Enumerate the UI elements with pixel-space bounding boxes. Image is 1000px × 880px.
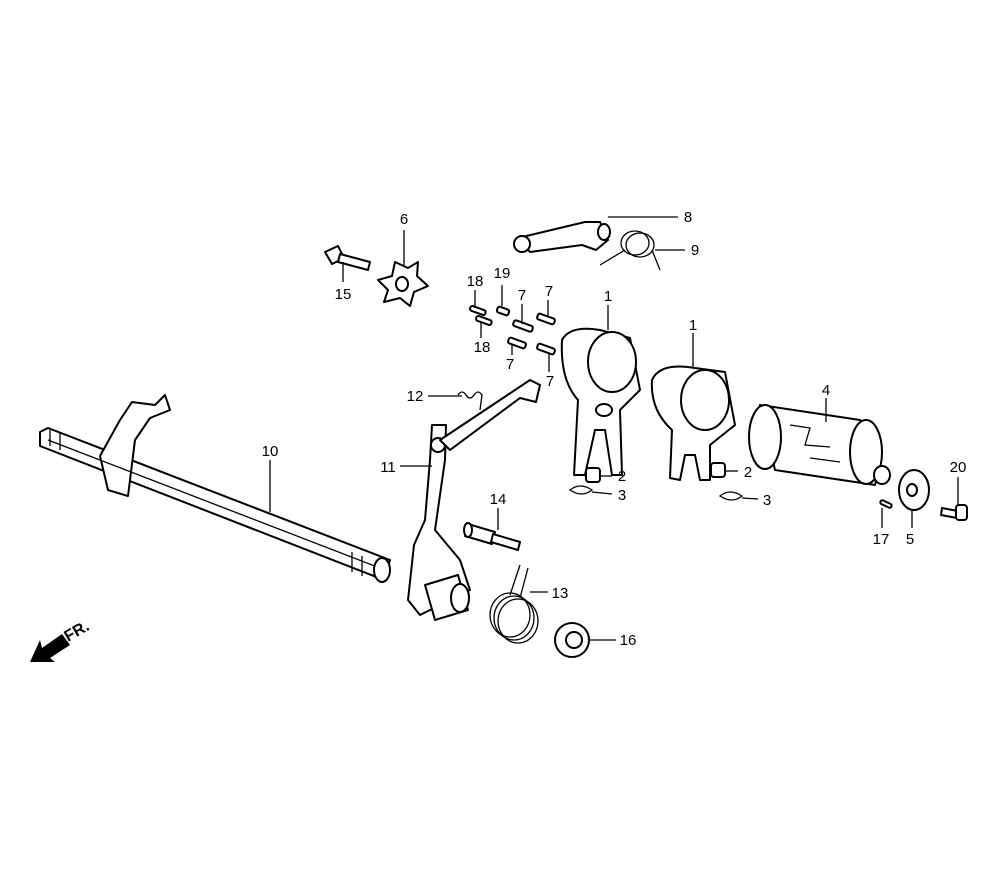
guide-pin-a [585, 467, 601, 483]
callout-18b: 18 [474, 339, 491, 356]
shift-fork-a [560, 327, 641, 476]
callout-2a: 2 [618, 468, 626, 485]
return-spring [489, 564, 539, 644]
arm-spring [599, 230, 661, 271]
callout-7a: 7 [518, 287, 526, 304]
callout-9: 9 [691, 242, 699, 259]
bolt-15 [324, 245, 371, 271]
callout-2b: 2 [744, 464, 752, 481]
callout-17: 17 [873, 531, 890, 548]
callout-7d: 7 [546, 373, 554, 390]
shift-arm [407, 379, 541, 621]
callout-3b: 3 [763, 492, 771, 509]
callout-14: 14 [490, 491, 507, 508]
callout-1a: 1 [604, 288, 612, 305]
callout-16: 16 [620, 632, 637, 649]
guide-pin-b [710, 462, 726, 478]
callout-18a: 18 [467, 273, 484, 290]
callout-12: 12 [407, 388, 424, 405]
leader-lines [269, 216, 959, 641]
oil-seal [554, 622, 590, 658]
clip-b [718, 491, 744, 501]
callout-7b: 7 [545, 283, 553, 300]
callout-20: 20 [950, 459, 967, 476]
callout-1b: 1 [689, 317, 697, 334]
shift-drum [748, 404, 891, 486]
shift-fork-b [650, 365, 736, 481]
callout-6: 6 [400, 211, 408, 228]
callout-4: 4 [822, 382, 830, 399]
callout-11: 11 [380, 459, 396, 476]
front-direction-arrow: FR. [30, 618, 92, 662]
stud-bolt [463, 522, 521, 551]
callout-19: 19 [494, 265, 511, 282]
clip-a [568, 485, 594, 495]
stopper-arm [513, 221, 611, 253]
callout-13: 13 [552, 585, 569, 602]
callout-15: 15 [335, 286, 352, 303]
callout-3a: 3 [618, 487, 626, 504]
socket-bolt [940, 504, 968, 521]
callout-7c: 7 [506, 356, 514, 373]
pins [469, 304, 556, 356]
callout-8: 8 [684, 209, 692, 226]
small-spring [457, 391, 483, 411]
dowel-pin [879, 499, 893, 509]
shift-shaft [39, 394, 391, 583]
callout-10: 10 [262, 443, 279, 460]
callout-5: 5 [906, 531, 914, 548]
